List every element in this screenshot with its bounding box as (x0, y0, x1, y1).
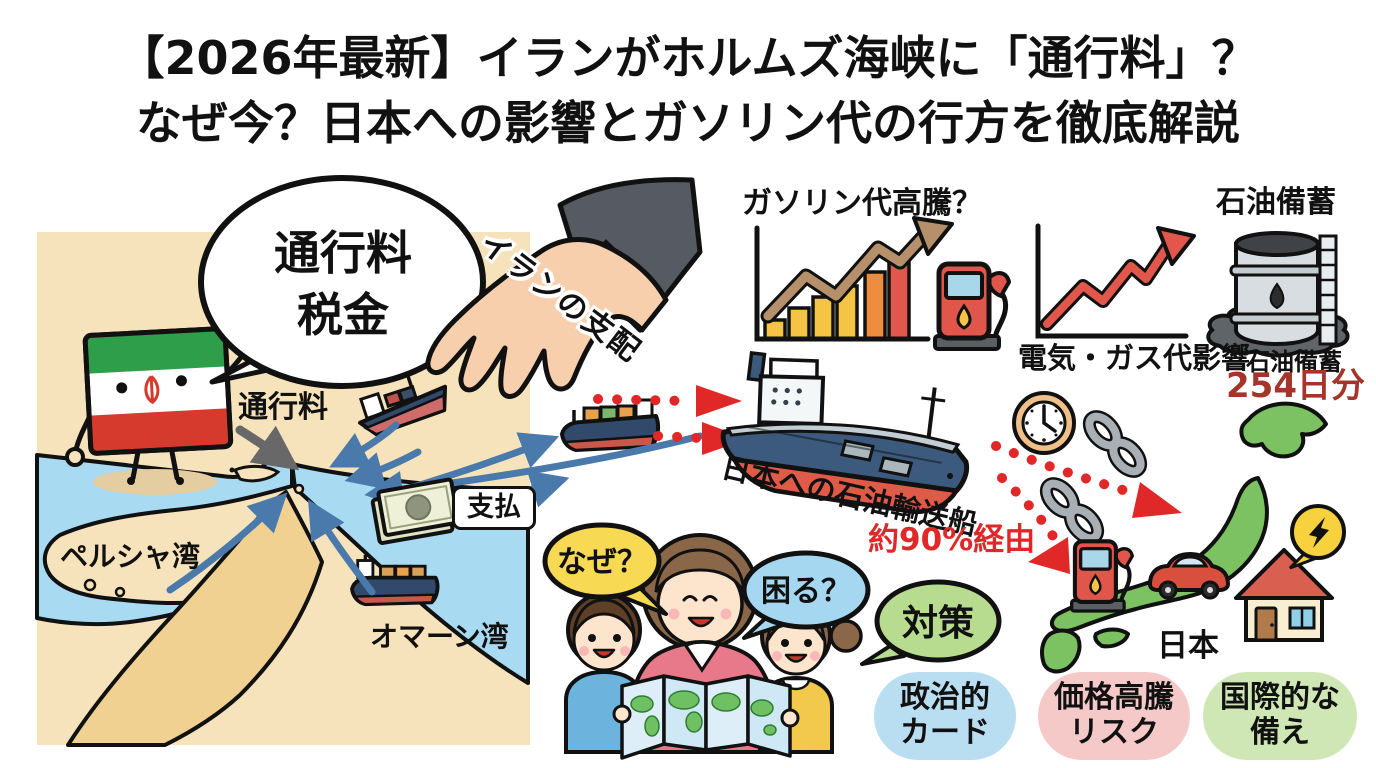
family-with-world-map (564, 533, 863, 760)
red-dotted-routes (593, 385, 1182, 574)
cargo-ship-bottom (350, 554, 440, 607)
car-icon (1148, 552, 1230, 600)
title-line-1: 【2026年最新】イランがホルムズ海峡に「通行料」？ (118, 31, 1258, 85)
trouble-bubble-text: 困る？ (761, 574, 851, 609)
oil-reserve-title: 石油備蓄 (1216, 185, 1336, 220)
gulf-of-oman-label: オマーン湾 (370, 620, 509, 653)
pill-international-preparedness: 国際的な 備え (1203, 672, 1357, 760)
pill-political-card: 政治的 カード (874, 672, 1016, 760)
pill-price-risk: 価格高騰 リスク (1038, 672, 1190, 760)
hand (425, 237, 669, 399)
measures-bubble (860, 579, 1002, 666)
oil-reserve-caption: 石油備蓄 (1246, 348, 1342, 376)
broken-chain-icon (1039, 410, 1148, 545)
toll-arrow-label: 通行料 (238, 390, 328, 425)
trend-arrowhead (912, 216, 954, 256)
toll-bubble-text: 通行料 税金 (274, 226, 412, 343)
uae-peninsula (66, 490, 324, 747)
clock-icon (1012, 391, 1076, 455)
japan-map (1040, 401, 1328, 674)
cargo-ship-top (358, 371, 448, 437)
persian-gulf-label: ペルシャ湾 (60, 540, 201, 573)
grabbing-hand (425, 177, 703, 399)
gasoline-chart-title: ガソリン代高騰？ (742, 186, 982, 221)
japan-label: 日本 (1157, 628, 1219, 664)
bar-chart (754, 216, 954, 342)
gas-pump-small-icon (1070, 539, 1135, 613)
measures-bubble-text: 対策 (901, 603, 974, 644)
why-bubble (542, 522, 668, 616)
page-title: 【2026年最新】イランがホルムズ海峡に「通行料」？ なぜ今？日本への影響とガソ… (0, 26, 1376, 157)
banknote (370, 477, 461, 545)
character-shadow (93, 469, 217, 495)
trouble-bubble (741, 550, 871, 640)
toll-speech-bubble (198, 175, 486, 389)
barrel-ladder (1318, 234, 1338, 346)
toll-arrow (235, 425, 300, 471)
iran-flag (82, 326, 234, 456)
lightning-bolt-icon (1288, 504, 1346, 570)
title-line-2: なぜ今？日本への影響とガソリン代の行方を徹底解説 (136, 96, 1240, 151)
route-share-label: 約90%経由 (868, 522, 1036, 558)
electricity-chart-label: 電気・ガス代影響 (1018, 341, 1251, 375)
payment-label: 支払 (452, 486, 536, 531)
world-map-continents (630, 690, 777, 737)
why-bubble-text: なぜ？ (557, 545, 647, 580)
iran-emblem (144, 375, 160, 405)
oil-barrel (1206, 231, 1350, 358)
cargo-ship-mid (560, 398, 661, 452)
house-icon (1234, 548, 1334, 642)
oil-reserve-days: 254日分 (1226, 366, 1365, 406)
world-map-paper (620, 674, 792, 760)
gas-pump-icon (933, 261, 1012, 351)
line-chart (1035, 223, 1196, 339)
oil-tanker (720, 350, 970, 515)
